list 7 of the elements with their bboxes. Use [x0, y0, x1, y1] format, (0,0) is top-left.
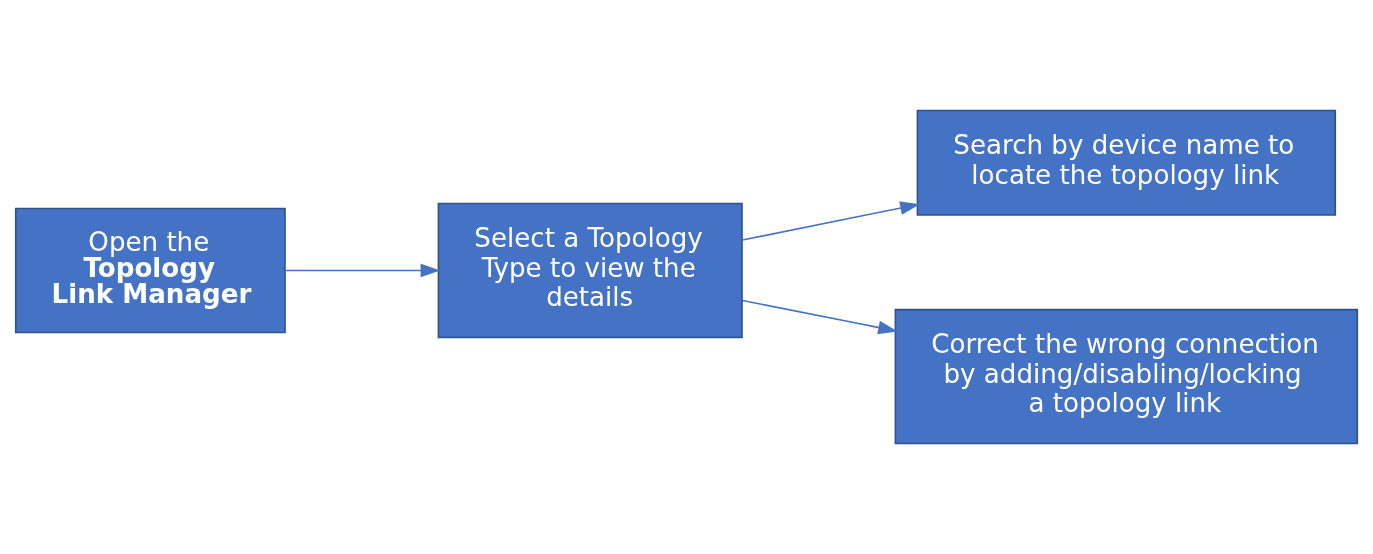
arrow — [741, 201, 920, 241]
node-box: Open the Topology Link Manager — [14, 207, 286, 334]
arrow — [741, 299, 898, 335]
node-box: Select a Topology Type to view the details — [437, 202, 743, 339]
arrow — [284, 263, 441, 278]
node-box: Search by device name to locate the topology link — [916, 109, 1337, 216]
node-box: Correct the wrong connection by adding/disabling/locking a topology link — [894, 308, 1359, 445]
